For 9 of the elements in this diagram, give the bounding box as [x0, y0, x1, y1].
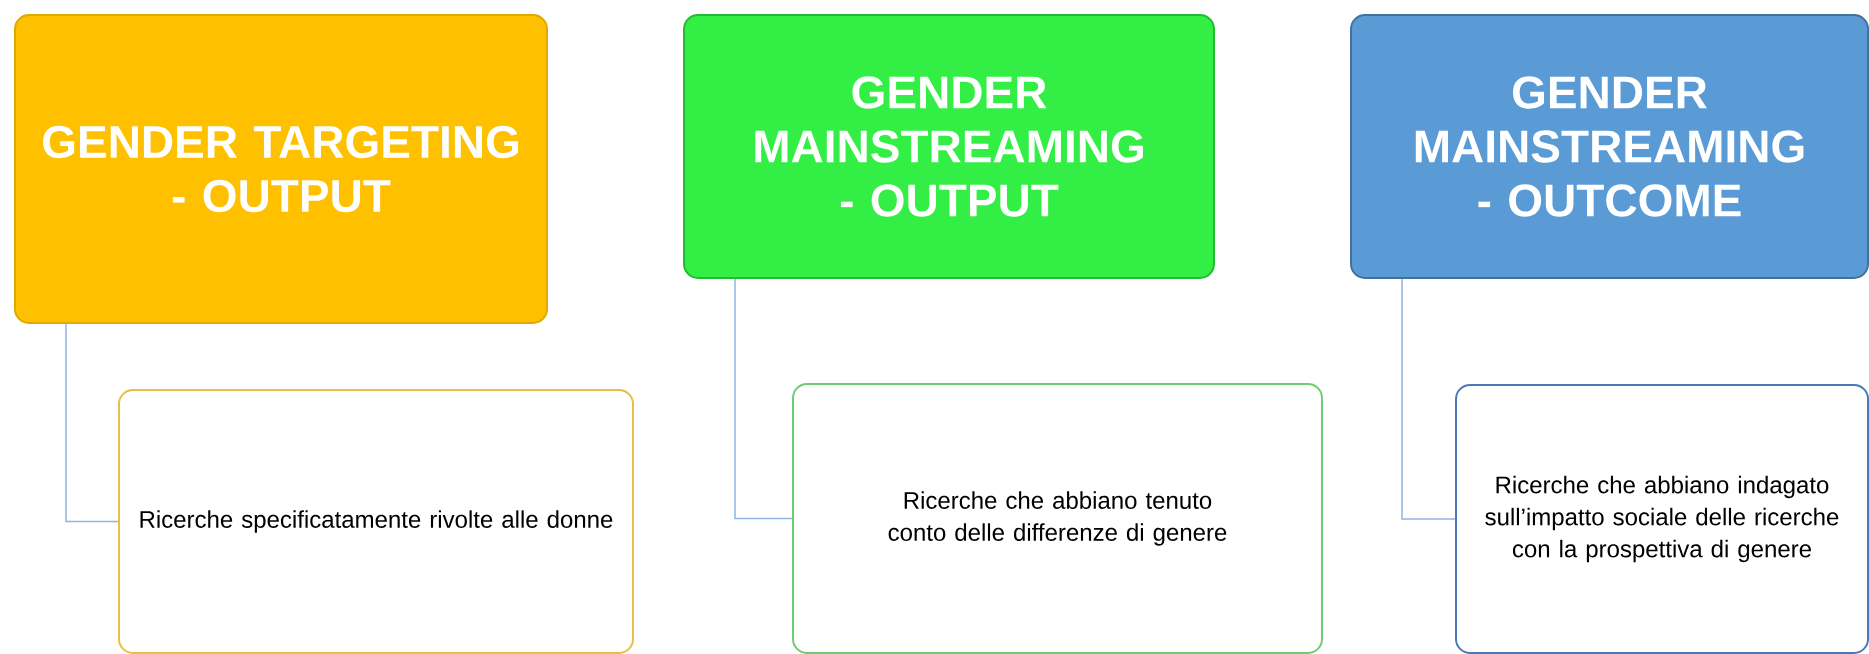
category-box: GENDER MAINSTREAMING - OUTPUT [683, 14, 1215, 279]
connector-line [734, 278, 793, 520]
description-box: Ricerche che abbiano indagato sull’impatto sociale delle ricerche con la prospettiva di genere [1455, 384, 1869, 654]
category-box: GENDER MAINSTREAMING - OUTCOME [1350, 14, 1869, 279]
connector-line [1401, 278, 1456, 520]
category-box: GENDER TARGETING - OUTPUT [14, 14, 548, 324]
connector-line [65, 323, 119, 523]
description-box: Ricerche che abbiano tenuto conto delle differenze di genere [792, 383, 1323, 654]
description-box: Ricerche specificatamente rivolte alle donne [118, 389, 634, 654]
